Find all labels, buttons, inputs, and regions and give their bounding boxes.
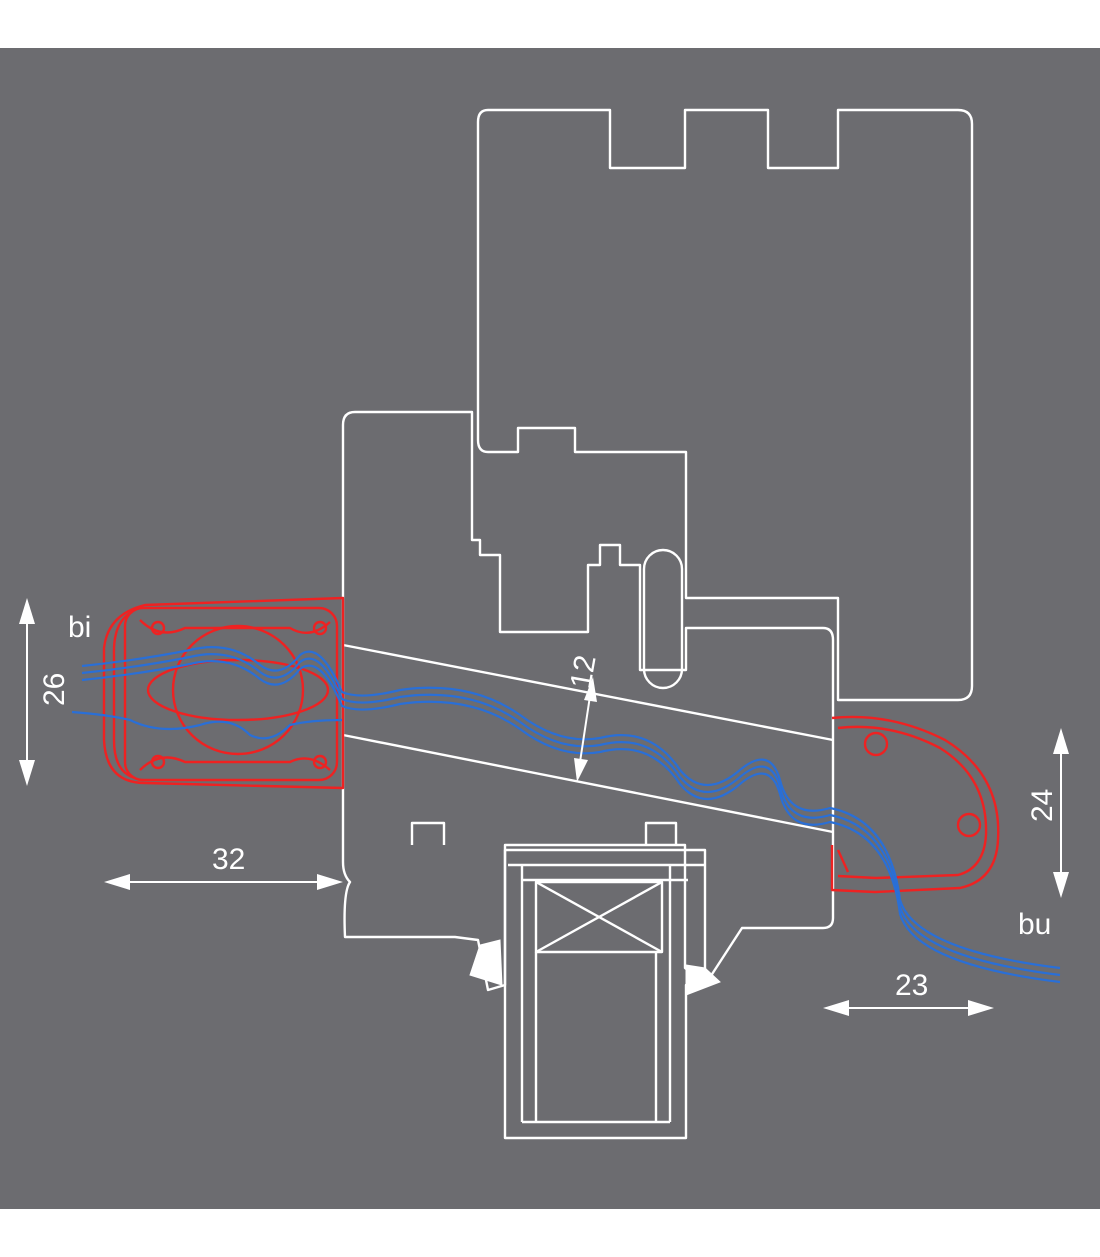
outer-sealant-profile — [830, 715, 1000, 894]
dimension-32 — [104, 874, 343, 890]
dimension-23 — [823, 1000, 994, 1016]
sash-profile — [476, 108, 974, 702]
label-23: 23 — [895, 969, 928, 1002]
right-wedge-seal — [685, 964, 721, 996]
label-bu: bu — [1018, 908, 1051, 941]
drainage-slot — [642, 548, 684, 690]
bottom-notch-right — [644, 821, 678, 845]
frame-profile — [341, 410, 835, 992]
diagram-panel: bi bu 26 12 24 32 23 — [0, 48, 1100, 1209]
bottom-notch-left — [410, 821, 446, 845]
sill-extension — [503, 848, 707, 1140]
label-24: 24 — [1026, 789, 1059, 822]
dimension-24 — [1053, 728, 1069, 898]
sill-chamber-cross — [534, 880, 664, 954]
dimension-12 — [574, 677, 597, 782]
left-wedge-seal — [469, 939, 503, 986]
label-32: 32 — [212, 843, 245, 876]
joint-lower-line — [342, 733, 834, 834]
label-12: 12 — [564, 653, 602, 692]
dimension-26 — [19, 598, 35, 786]
sill-cross-b — [535, 880, 663, 954]
window-profile-diagram: bi bu 26 12 24 32 23 — [0, 48, 1100, 1209]
label-26: 26 — [38, 673, 71, 706]
label-bi: bi — [68, 611, 91, 644]
